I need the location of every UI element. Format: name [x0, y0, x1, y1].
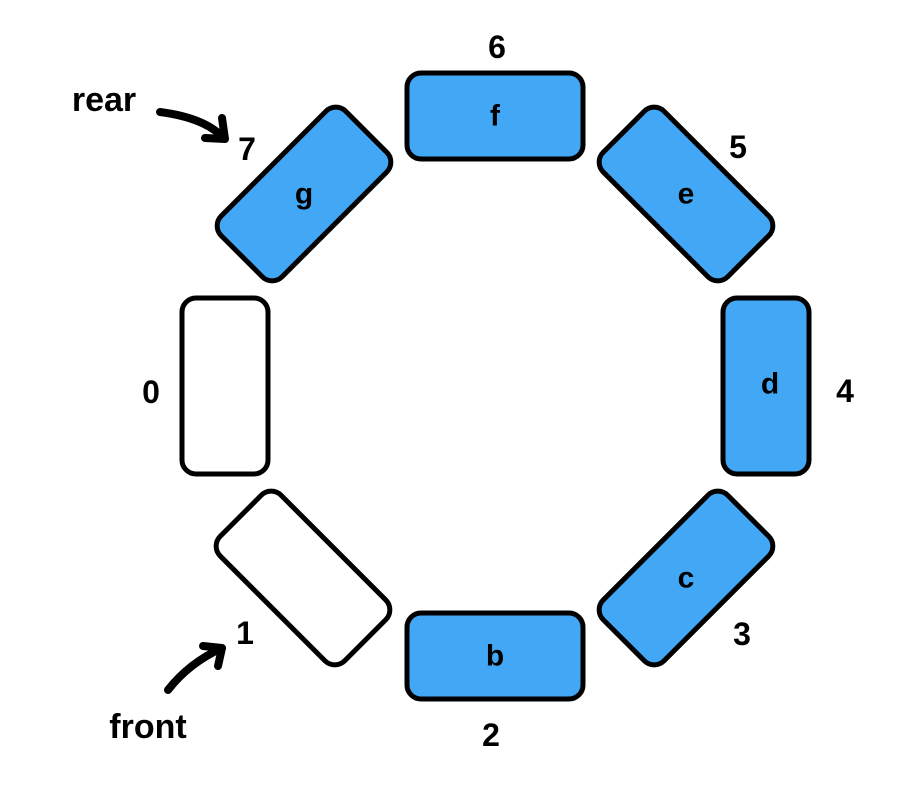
slot-7-box	[214, 104, 394, 284]
slot-4-value: d	[761, 368, 779, 401]
slot-5-box	[596, 104, 776, 284]
rear-label: rear	[72, 81, 136, 119]
slot-6-value: f	[490, 100, 501, 133]
slot-2-value: b	[486, 640, 504, 673]
slot-2-box	[404, 610, 586, 702]
slot-4-box	[720, 295, 812, 477]
slot-5-value: e	[678, 178, 695, 211]
slot-2: b	[404, 610, 586, 702]
front-arrow	[164, 642, 226, 694]
slot-3: c	[596, 488, 776, 668]
front-label: front	[109, 708, 186, 746]
slot-1-box	[213, 488, 393, 668]
slot-4-index: 4	[836, 373, 854, 409]
slot-3-index: 3	[733, 616, 751, 652]
slot-5-index: 5	[729, 129, 747, 165]
slot-0-index: 0	[142, 374, 160, 410]
slot-7-value: g	[295, 178, 313, 211]
slot-6-box	[404, 70, 586, 162]
slot-1-index: 1	[236, 615, 254, 651]
slot-4: d	[720, 295, 812, 477]
slot-1	[213, 488, 393, 668]
rear-arrow	[156, 108, 229, 143]
slot-6: f	[404, 70, 586, 162]
slot-5: e	[596, 104, 776, 284]
slot-0-box	[179, 295, 271, 477]
slot-0	[179, 295, 271, 477]
slot-2-index: 2	[482, 717, 500, 753]
slot-7: g	[214, 104, 394, 284]
slot-3-box	[596, 488, 776, 668]
slot-6-index: 6	[488, 29, 506, 65]
slot-3-value: c	[678, 562, 695, 595]
slot-7-index: 7	[238, 131, 256, 167]
